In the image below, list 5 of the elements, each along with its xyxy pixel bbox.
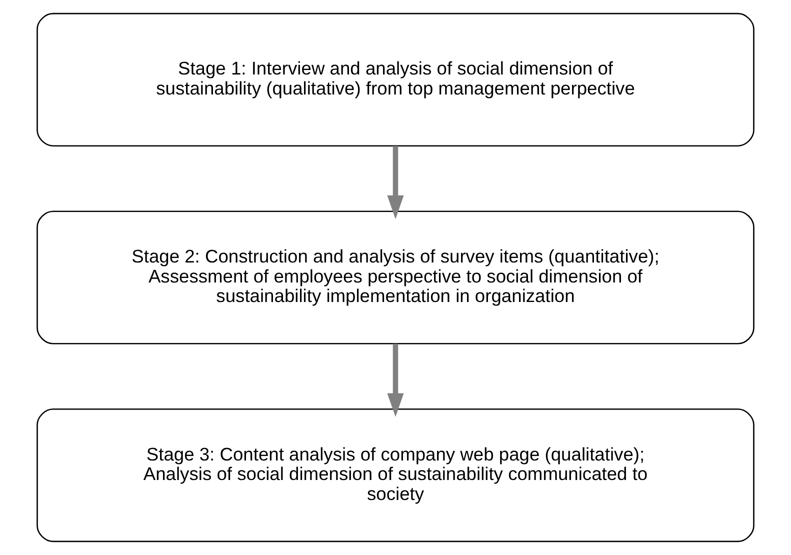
node-box: Stage 3: Content analysis of company web page (qualitative); Analysis of social dimension of sustainability communicated to society [36,408,754,542]
arrow [387,344,404,417]
node-box: Stage 1: Interview and analysis of social dimension of sustainability (qualitative) from top management perpective [36,12,754,146]
node-box: Stage 2: Construction and analysis of survey items (quantitative); Assessment of employees perspective to social dimension of sustainability implementation in organization [36,210,754,344]
arrow [387,146,404,220]
